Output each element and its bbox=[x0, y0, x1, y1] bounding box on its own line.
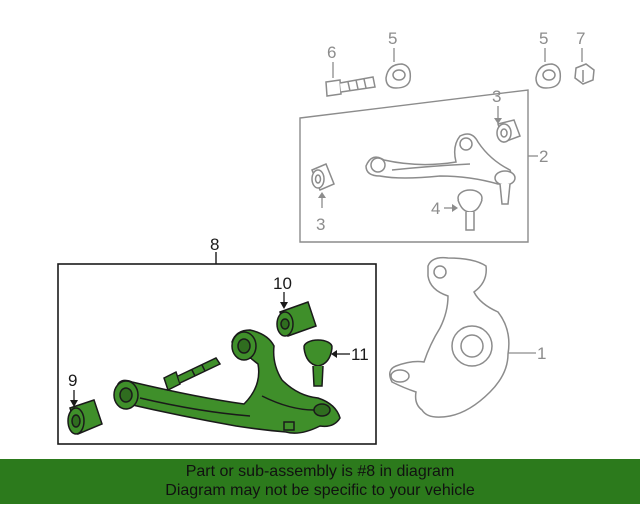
bolt-in-lower-arm[interactable] bbox=[163, 357, 222, 392]
callout-7[interactable]: 7 bbox=[576, 29, 585, 48]
callout-11[interactable]: 11 bbox=[351, 345, 369, 364]
ball-joint-part-11[interactable] bbox=[303, 339, 333, 387]
callout-1[interactable]: 1 bbox=[537, 344, 546, 363]
nut-part-7[interactable] bbox=[574, 63, 595, 85]
bushing-part-10[interactable] bbox=[276, 301, 317, 337]
arrowhead-9 bbox=[70, 400, 78, 407]
upper-arm-assembly-box bbox=[299, 89, 529, 243]
footer-line-2: Diagram may not be specific to your vehi… bbox=[165, 482, 475, 499]
arrowhead-4 bbox=[452, 204, 458, 212]
callout-8[interactable]: 8 bbox=[210, 235, 219, 254]
callout-3a[interactable]: 3 bbox=[492, 87, 501, 106]
cam-washer-part-5b[interactable] bbox=[535, 63, 562, 89]
callout-3b[interactable]: 3 bbox=[316, 215, 325, 234]
arrowhead-3a bbox=[494, 118, 502, 124]
steering-knuckle-part-1[interactable] bbox=[389, 256, 510, 418]
footer-line-1: Part or sub-assembly is #8 in diagram bbox=[185, 463, 455, 480]
bushing-part-9[interactable] bbox=[67, 399, 103, 436]
lower-control-arm[interactable] bbox=[113, 329, 341, 434]
bushing-part-3-upper[interactable] bbox=[496, 119, 521, 143]
callout-5b[interactable]: 5 bbox=[539, 29, 548, 48]
callout-6[interactable]: 6 bbox=[327, 43, 336, 62]
callout-9[interactable]: 9 bbox=[68, 371, 77, 390]
upper-control-arm[interactable] bbox=[365, 133, 513, 185]
callout-5a[interactable]: 5 bbox=[388, 29, 397, 48]
bushing-part-3-lower[interactable] bbox=[311, 163, 335, 191]
callout-10[interactable]: 10 bbox=[273, 274, 292, 293]
callout-2[interactable]: 2 bbox=[539, 147, 548, 166]
arrowhead-11 bbox=[331, 350, 337, 358]
bolt-part-6[interactable] bbox=[325, 76, 376, 97]
arrowhead-10 bbox=[280, 302, 288, 309]
lower-arm-assembly-box bbox=[57, 263, 377, 445]
footer-banner: Part or sub-assembly is #8 in diagram Di… bbox=[0, 459, 640, 504]
ball-joint-part-4[interactable] bbox=[457, 189, 483, 231]
arrowhead-3b bbox=[318, 192, 326, 198]
upper-ball-joint-in-arm[interactable] bbox=[494, 170, 516, 205]
callout-4[interactable]: 4 bbox=[431, 199, 440, 218]
cam-washer-part-5a[interactable] bbox=[385, 63, 412, 89]
